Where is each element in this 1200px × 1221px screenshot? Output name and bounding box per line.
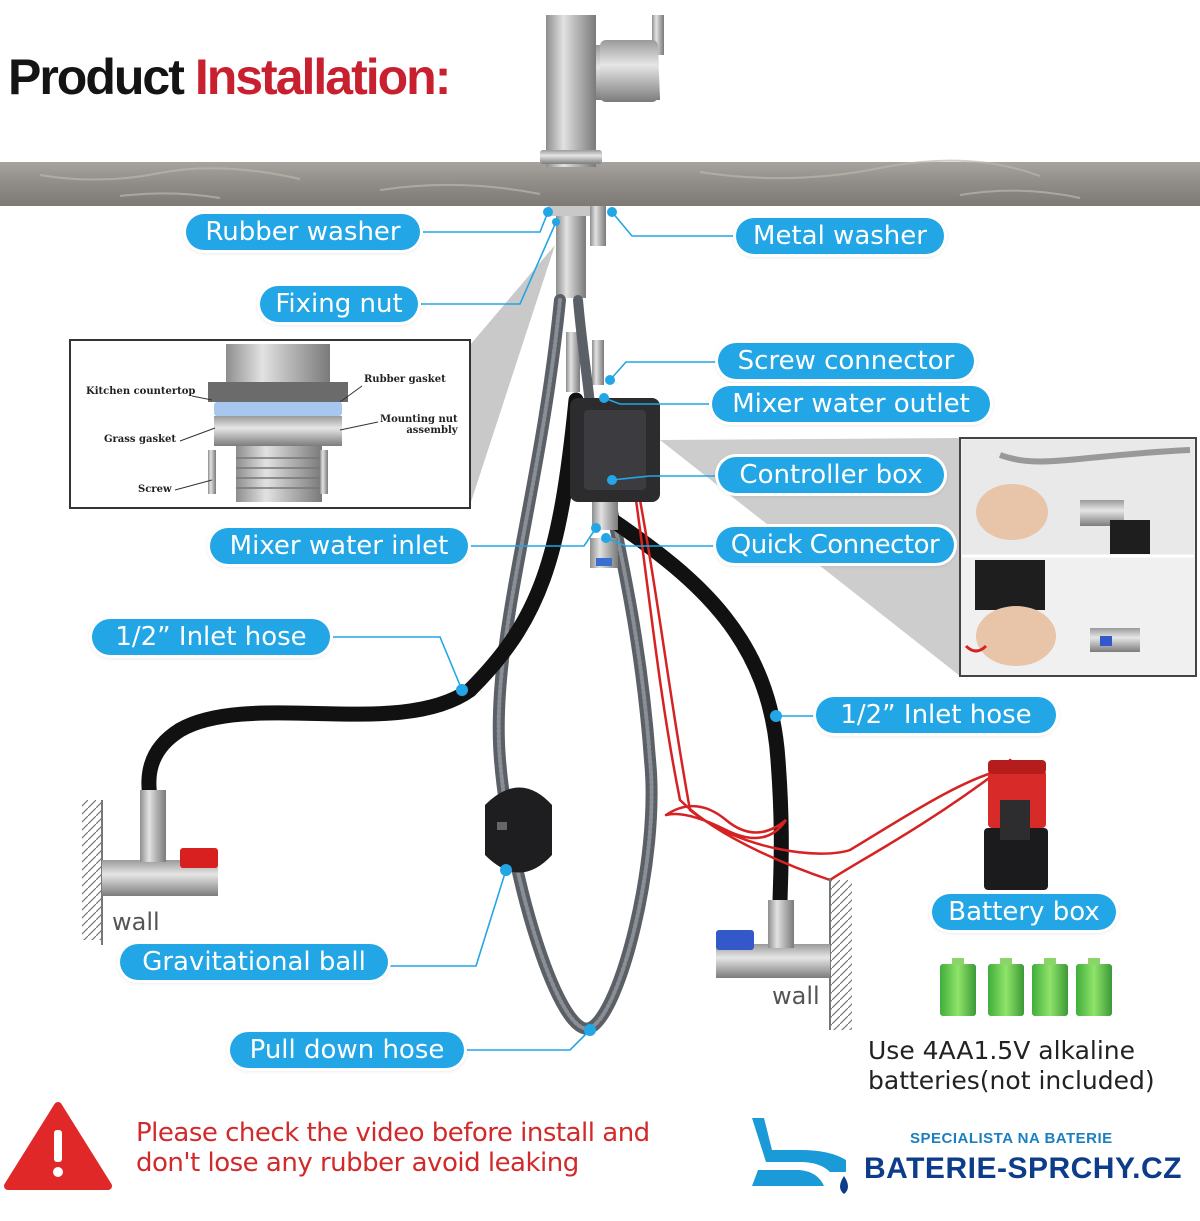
title-part2: Installation: [194,49,452,105]
quick-connector-photo-inset [959,437,1197,677]
inset-label-screw: Screw [138,484,172,495]
warning-line2: don't lose any rubber avoid leaking [136,1148,579,1178]
warning-text: Please check the video before install an… [136,1118,650,1178]
left-valve [82,790,218,945]
label-metal-washer: Metal washer [736,218,944,254]
label-screw-connector: Screw connector [718,343,974,379]
battery-note-line1: Use 4AA1.5V alkaline [868,1036,1136,1065]
brand-tagline: SPECIALISTA NA BATERIE [910,1130,1113,1147]
label-quick-connector: Quick Connector [716,527,954,563]
inset-label-grass-gasket: Grass gasket [104,434,177,445]
label-rubber-washer: Rubber washer [186,214,420,250]
leader-dots [456,207,782,1036]
label-battery-box: Battery box [932,894,1116,930]
label-inlet-hose-right: 1/2” Inlet hose [816,697,1056,733]
label-mixer-water-inlet: Mixer water inlet [210,528,468,564]
faucet [540,15,664,392]
brand-name: BATERIE-SPRCHY.CZ [864,1152,1182,1185]
warning-icon [4,1102,112,1190]
countertop [0,159,1200,206]
right-valve [716,878,852,1030]
mounting-detail-inset [69,339,471,509]
inset-label-mounting-nut-line1: Mounting nut [380,414,458,425]
inset-label-mounting-nut-line2: assembly [406,425,458,436]
page-title: Product Installation: [8,49,452,105]
gravitational-ball [485,787,552,873]
battery-note-line2: batteries(not included) [868,1066,1155,1095]
battery-note: Use 4AA1.5V alkaline batteries(not inclu… [868,1036,1155,1096]
batteries [940,958,1112,1016]
label-controller-box: Controller box [718,457,944,493]
warning-line1: Please check the video before install an… [136,1118,650,1148]
label-gravitational-ball: Gravitational ball [120,944,388,980]
inset-callout-shade [470,245,555,505]
controller-box [570,398,660,568]
label-pull-down-hose: Pull down hose [230,1032,464,1068]
leader-lines [330,211,816,1051]
inset-label-mounting-nut: Mounting nut assembly [380,414,458,436]
inset-label-rubber-gasket: Rubber gasket [364,374,446,385]
label-mixer-water-outlet: Mixer water outlet [712,386,990,422]
brand-logo-icon [752,1118,848,1194]
battery-box-device [984,760,1048,890]
title-part1: Product [8,49,185,105]
label-fixing-nut: Fixing nut [260,286,418,322]
label-inlet-hose-left: 1/2” Inlet hose [92,619,330,655]
wall-label-left: wall [112,908,160,936]
wall-label-right: wall [772,982,820,1010]
inset-label-kitchen-countertop: Kitchen countertop [86,386,196,397]
